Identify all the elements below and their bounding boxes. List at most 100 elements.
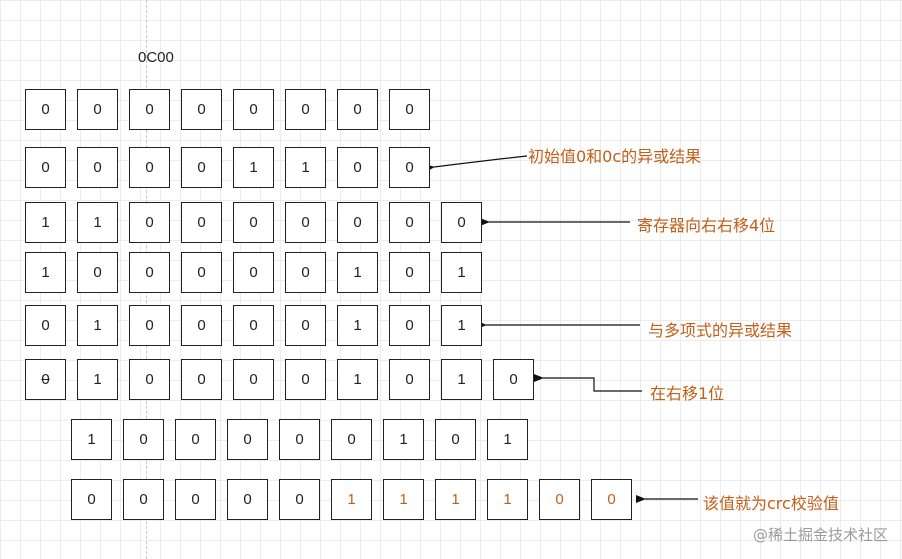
bit-value: 0 [249,317,258,334]
annotation-label: 在右移1位 [650,384,725,403]
bit-value: 0 [41,317,50,334]
bit-cell: 0 [123,419,164,460]
bit-cell: 0 [175,479,216,520]
bit-cell: 0 [435,419,476,460]
bit-cell: 0 [25,147,66,188]
bit-cell: 0 [181,147,222,188]
bit-value: 0 [301,101,310,118]
bit-cell: 0 [129,305,170,346]
bit-cell: 0 [77,89,118,130]
bit-cell: 0 [77,252,118,293]
bit-value: 0 [87,491,96,508]
bit-cell: 1 [77,305,118,346]
bit-cell: 1 [487,419,528,460]
bit-cell: 0 [129,359,170,400]
bit-cell: 0 [389,147,430,188]
bit-cell: 0 [389,89,430,130]
bit-cell: 0 [389,252,430,293]
bit-value: 0 [197,371,206,388]
bit-value: 0 [93,264,102,281]
bit-cell: 0 [181,202,222,243]
bit-value: 1 [503,431,512,448]
bit-value: 0 [555,491,564,508]
bit-value: 1 [457,264,466,281]
bit-value: 1 [457,371,466,388]
bit-value: 0 [451,431,460,448]
bit-cell: 0 [233,202,274,243]
bit-cell: 0 [493,359,534,400]
bit-cell: 0 [181,359,222,400]
bit-cell: 0 [129,202,170,243]
bit-cell: 1 [383,479,424,520]
bit-value: 0 [145,264,154,281]
bit-value: 0 [353,159,362,176]
bit-cell: 1 [337,252,378,293]
annotation-arrow [534,374,642,392]
bit-value: 0 [353,101,362,118]
bit-cell: 0 [181,252,222,293]
bit-value: 1 [93,317,102,334]
bit-value: 0 [139,431,148,448]
bit-value: 0 [301,264,310,281]
bit-value: 0 [41,371,50,388]
bit-value: 0 [295,491,304,508]
bit-cell: 1 [25,202,66,243]
bit-cell: 1 [233,147,274,188]
bit-value: 0 [405,264,414,281]
bit-value: 1 [399,431,408,448]
bit-cell: 0 [285,359,326,400]
bit-cell: 0 [285,305,326,346]
bit-value: 0 [191,431,200,448]
bit-cell: 1 [383,419,424,460]
bit-cell: 0 [175,419,216,460]
bit-cell: 0 [181,305,222,346]
bit-cell: 1 [441,305,482,346]
annotation-label: 该值就为crc校验值 [703,494,839,513]
annotation-arrow [424,155,528,173]
bit-cell: 0 [25,89,66,130]
bit-value: 1 [41,264,50,281]
bit-cell: 0 [389,305,430,346]
bit-value: 0 [197,317,206,334]
bit-value: 0 [145,101,154,118]
bit-value: 0 [243,491,252,508]
bit-value: 0 [145,159,154,176]
bit-cell: 0 [285,252,326,293]
bit-value: 0 [405,214,414,231]
bit-value: 0 [249,264,258,281]
bit-cell: 0 [279,479,320,520]
bit-cell: 0 [389,202,430,243]
bit-cell: 1 [331,479,372,520]
bit-cell: 0 [337,202,378,243]
bit-cell: 0 [129,252,170,293]
bit-value: 0 [405,317,414,334]
bit-cell: 0 [591,479,632,520]
bit-cell: 0 [285,89,326,130]
bit-cell: 0 [227,419,268,460]
bit-cell: 0 [441,202,482,243]
watermark: @稀土掘金技术社区 [752,526,888,544]
bit-cell: 0 [227,479,268,520]
bit-cell: 0 [71,479,112,520]
bit-value: 1 [457,317,466,334]
bit-cell: 0 [233,359,274,400]
bit-cell: 0 [233,89,274,130]
diagram-title: 0C00 [138,49,174,66]
bit-cell: 0 [129,147,170,188]
bit-value: 0 [197,264,206,281]
bit-value: 1 [249,159,258,176]
bit-value: 1 [353,317,362,334]
bit-value: 0 [145,317,154,334]
bit-cell: 0 [181,89,222,130]
bit-cell: 0 [233,252,274,293]
bit-cell: 1 [285,147,326,188]
bit-cell: 0 [285,202,326,243]
bit-cell: 0 [337,89,378,130]
annotation-label: 与多项式的异或结果 [648,321,793,340]
bit-cell: 1 [71,419,112,460]
bit-value: 1 [353,264,362,281]
bit-cell: 0 [389,359,430,400]
bit-value: 0 [301,214,310,231]
bit-value: 0 [295,431,304,448]
